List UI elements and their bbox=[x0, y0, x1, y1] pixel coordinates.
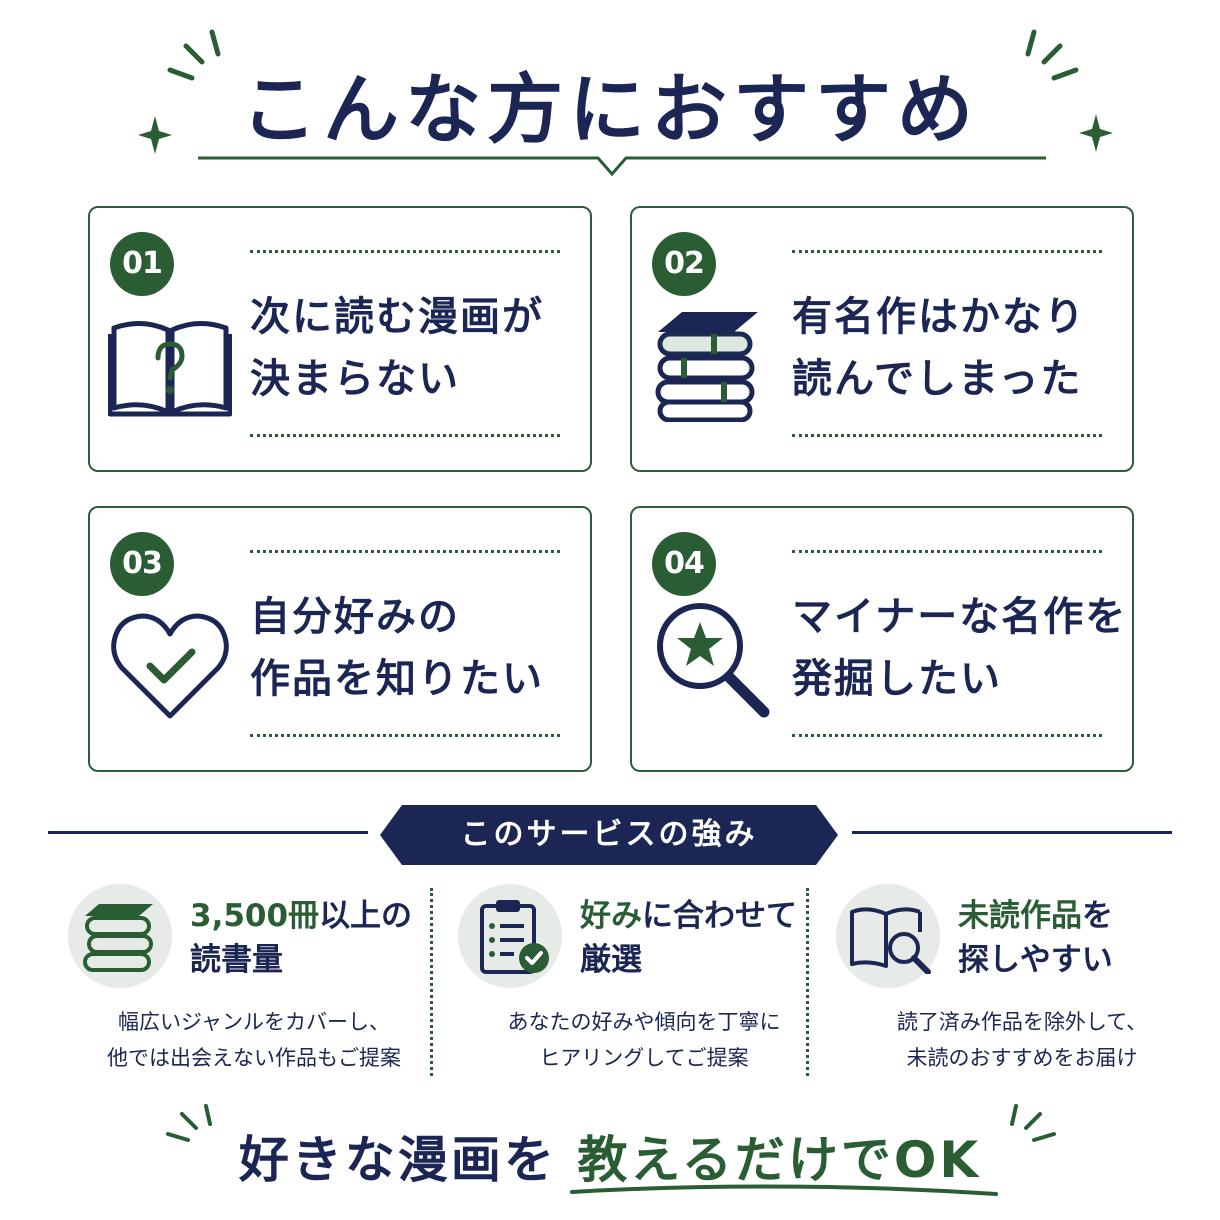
bottom-decoration bbox=[166, 1104, 1056, 1196]
card-line: 読んでしまった bbox=[792, 356, 1083, 402]
band-line-left bbox=[48, 831, 368, 834]
vertical-divider bbox=[430, 888, 433, 1076]
strength-description: 読了済み作品を除外して、 未読のおすすめをお届け bbox=[816, 1004, 1220, 1076]
card-number: 01 bbox=[110, 232, 174, 296]
strength-item-1: 3,500冊以上の 読書量 幅広いジャンルをカバーし、 他では出会えない作品もご… bbox=[68, 884, 440, 1074]
card-text: マイナーな名作を 発掘したい bbox=[792, 586, 1132, 710]
divider bbox=[792, 550, 1102, 553]
strength-highlight: 未読作品 bbox=[958, 898, 1082, 934]
card-text: 自分好みの 作品を知りたい bbox=[250, 586, 590, 710]
card-line: 有名作はかなり bbox=[792, 294, 1086, 340]
strength-heading-rest: を bbox=[1082, 898, 1113, 934]
strength-heading-line: 好みに合わせて bbox=[580, 894, 830, 938]
card-line: 自分好みの bbox=[250, 594, 460, 640]
strength-heading: 3,500冊以上の 読書量 bbox=[190, 894, 440, 982]
recommend-card-03: 03 自分好みの 作品を知りたい bbox=[88, 506, 592, 772]
book-magnifier-icon bbox=[850, 907, 931, 974]
page-title: こんな方におすすめ bbox=[241, 65, 979, 154]
bottom-message-highlight: 教えるだけでOK bbox=[577, 1131, 982, 1189]
description-line: ヒアリングしてご提案 bbox=[539, 1046, 749, 1070]
description-line: あなたの好みや傾向を丁寧に bbox=[507, 1010, 781, 1034]
heart-check-icon bbox=[111, 613, 229, 719]
card-line: 次に読む漫画が bbox=[250, 294, 544, 340]
open-book-question-icon bbox=[108, 321, 232, 417]
vertical-divider bbox=[806, 888, 809, 1076]
strength-heading-line: 3,500冊以上の bbox=[190, 894, 440, 938]
strength-heading-rest: 以上の bbox=[319, 898, 413, 934]
card-text: 有名作はかなり 読んでしまった bbox=[792, 286, 1132, 410]
card-number: 02 bbox=[652, 232, 716, 296]
strength-highlight: 好み bbox=[580, 898, 642, 934]
strength-description: あなたの好みや傾向を丁寧に ヒアリングしてご提案 bbox=[438, 1004, 850, 1076]
sparkle-icon bbox=[138, 116, 172, 154]
book-stack-icon bbox=[655, 312, 758, 422]
clipboard-check-icon bbox=[480, 900, 549, 974]
strength-heading-line: 読書量 bbox=[190, 942, 283, 978]
strength-highlight: 3,500冊 bbox=[190, 898, 320, 934]
description-line: 他では出会えない作品もご提案 bbox=[107, 1046, 401, 1070]
divider bbox=[792, 250, 1102, 253]
bottom-message: 好きな漫画を 教えるだけでOK bbox=[0, 1120, 1220, 1192]
card-text: 次に読む漫画が 決まらない bbox=[250, 286, 590, 410]
magnifier-star-icon bbox=[657, 603, 770, 718]
card-line: 発掘したい bbox=[792, 656, 1002, 702]
strength-heading-line: 厳選 bbox=[580, 942, 642, 978]
card-line: 作品を知りたい bbox=[250, 656, 544, 702]
description-line: 読了済み作品を除外して、 bbox=[896, 1010, 1148, 1034]
sparkle-icon bbox=[1079, 114, 1113, 152]
card-line: 決まらない bbox=[250, 356, 460, 402]
divider bbox=[250, 734, 560, 737]
strengths-heading: このサービスの強み bbox=[380, 805, 838, 865]
divider bbox=[250, 550, 560, 553]
strength-description: 幅広いジャンルをカバーし、 他では出会えない作品もご提案 bbox=[48, 1004, 460, 1076]
card-line: マイナーな名作を bbox=[792, 594, 1128, 640]
card-number: 03 bbox=[110, 532, 174, 596]
recommend-card-04: 04 マイナーな名作を 発掘したい bbox=[630, 506, 1134, 772]
strength-heading: 好みに合わせて 厳選 bbox=[580, 894, 830, 982]
bottom-message-part: 好きな漫画を bbox=[238, 1131, 557, 1189]
strength-heading-rest: に合わせて bbox=[642, 898, 797, 934]
divider bbox=[250, 250, 560, 253]
recommend-card-02: 02 有名作はかなり 読んでしまった bbox=[630, 206, 1134, 472]
card-number: 04 bbox=[652, 532, 716, 596]
title-decoration bbox=[138, 29, 1113, 177]
strength-heading-line: 未読作品を bbox=[958, 894, 1208, 938]
strength-item-2: 好みに合わせて 厳選 あなたの好みや傾向を丁寧に ヒアリングしてご提案 bbox=[458, 884, 830, 1074]
divider bbox=[792, 734, 1102, 737]
description-line: 幅広いジャンルをカバーし、 bbox=[118, 1010, 390, 1034]
book-stack-icon bbox=[83, 904, 153, 972]
divider bbox=[792, 434, 1102, 437]
strength-item-3: 未読作品を 探しやすい 読了済み作品を除外して、 未読のおすすめをお届け bbox=[836, 884, 1208, 1074]
description-line: 未読のおすすめをお届け bbox=[906, 1046, 1138, 1070]
strength-heading: 未読作品を 探しやすい bbox=[958, 894, 1208, 982]
band-line-right bbox=[852, 831, 1172, 834]
recommend-card-01: 01 次に読む漫画が 決まらない bbox=[88, 206, 592, 472]
strength-heading-line: 探しやすい bbox=[958, 942, 1113, 978]
divider bbox=[250, 434, 560, 437]
